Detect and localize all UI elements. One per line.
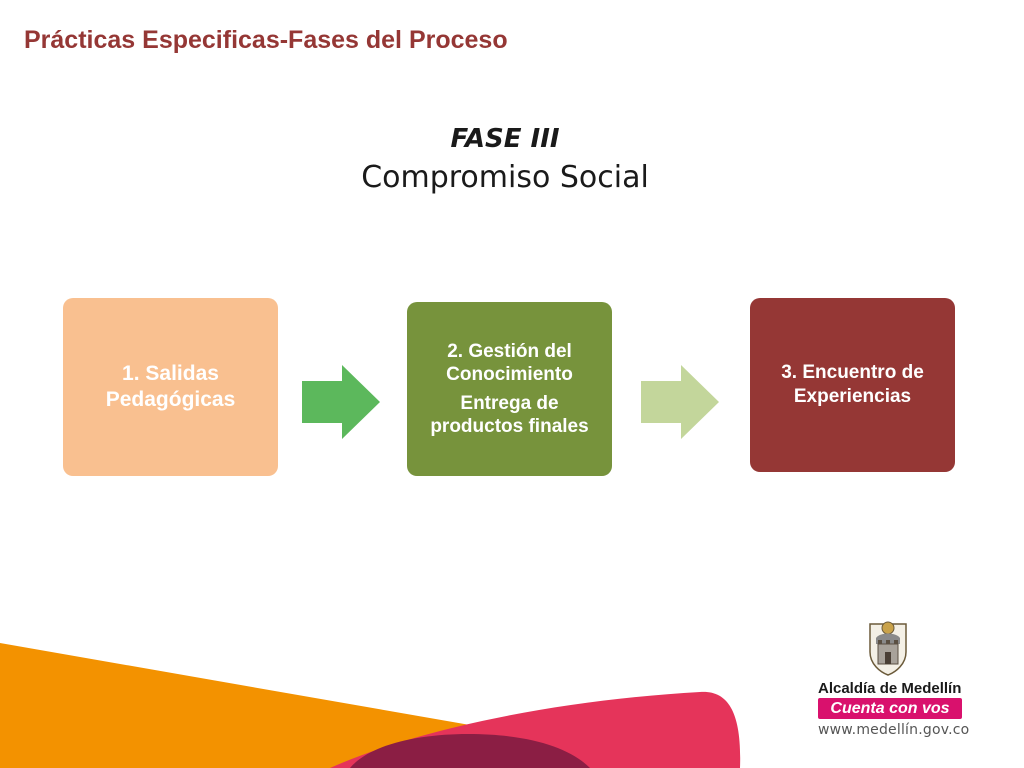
- coat-of-arms-icon: [869, 621, 907, 676]
- step-title: 1. Salidas Pedagógicas: [105, 362, 236, 411]
- step-subtitle: Entrega de productos finales: [430, 393, 589, 437]
- phase-name: Compromiso Social: [361, 160, 649, 195]
- right-arrow-icon: [641, 365, 719, 439]
- orange-swoosh: [0, 643, 500, 768]
- step-box-salidas-pedagogicas: 1. Salidas Pedagógicas: [63, 298, 278, 476]
- alcaldia-logo: Alcaldía de Medellín Cuenta con vos www.…: [818, 618, 970, 748]
- slide-title: Prácticas Especificas-Fases del Proceso: [24, 26, 508, 54]
- logo-slogan: Cuenta con vos: [818, 698, 962, 719]
- step-title: 2. Gestión del Conocimiento: [446, 341, 573, 385]
- website-url: www.medellín.gov.co: [818, 722, 970, 738]
- maroon-swoosh: [350, 734, 590, 768]
- logo-name: Alcaldía de Medellín: [818, 680, 962, 697]
- phase-label: FASE III: [450, 124, 560, 154]
- step-box-gestion-conocimiento: 2. Gestión del Conocimiento Entrega de p…: [407, 302, 612, 476]
- pink-swoosh: [330, 691, 741, 768]
- step-title: 3. Encuentro de Experiencias: [781, 362, 924, 407]
- right-arrow-icon: [302, 365, 380, 439]
- step-box-encuentro-experiencias: 3. Encuentro de Experiencias: [750, 298, 955, 472]
